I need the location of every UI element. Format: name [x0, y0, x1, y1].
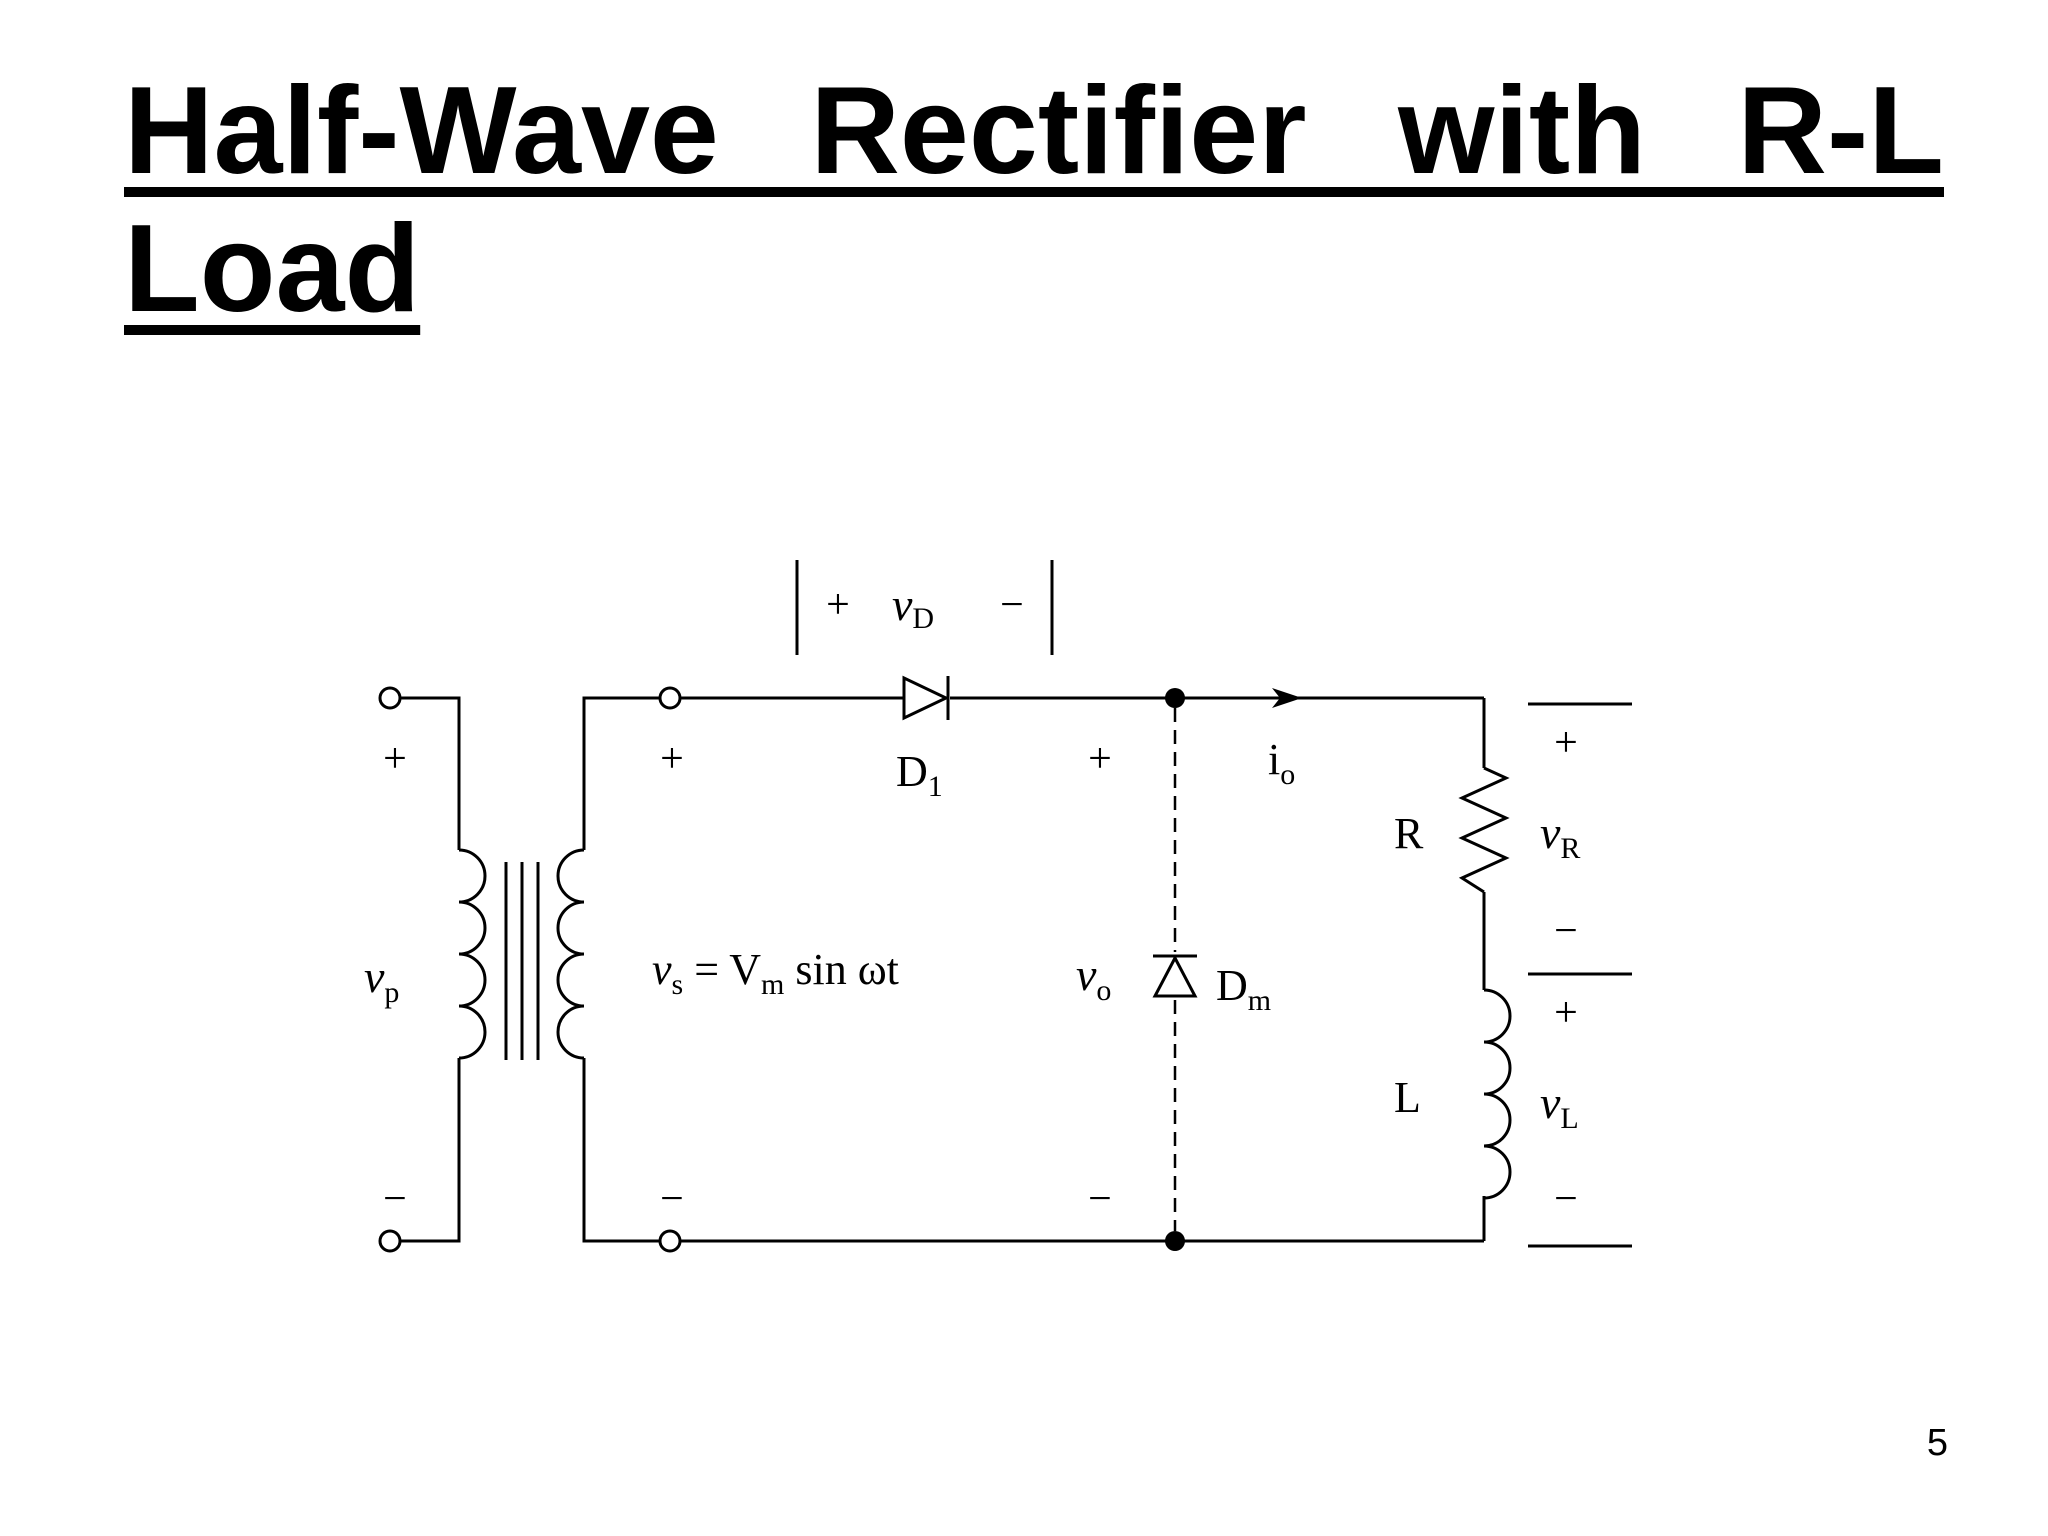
vr-voltage-label: vR [1540, 807, 1580, 865]
vr-minus-label: − [1554, 908, 1578, 954]
primary-plus-label: + [383, 736, 407, 782]
secondary-coil [556, 848, 585, 1060]
primary-top-wire [400, 696, 461, 850]
junction-dot-top [1165, 688, 1185, 708]
vd-minus-label: − [1000, 582, 1024, 628]
primary-bottom-terminal [378, 1229, 402, 1253]
output-voltage-label: vo [1076, 949, 1111, 1007]
secondary-bottom-terminal [658, 1229, 682, 1253]
primary-minus-label: − [383, 1176, 407, 1222]
diode-d1-label: D1 [896, 747, 943, 803]
load-voltage-bars [1528, 702, 1632, 1248]
primary-side [378, 686, 487, 1253]
resistor-label: R [1394, 809, 1424, 858]
vr-plus-label: + [1554, 720, 1578, 766]
main-wires [680, 696, 1486, 1243]
primary-top-terminal [378, 686, 402, 710]
secondary-bottom-wire [582, 1058, 660, 1243]
resistor-symbol [1458, 766, 1510, 894]
vl-voltage-label: vL [1540, 1077, 1579, 1135]
secondary-top-wire [582, 696, 660, 850]
inductor-symbol [1483, 988, 1512, 1200]
current-arrow-icon [1272, 688, 1302, 708]
vl-minus-label: − [1554, 1176, 1578, 1222]
secondary-equation-label: vs = Vm sin ωt [652, 945, 899, 1001]
junction-dot-bottom [1165, 1231, 1185, 1251]
vd-measurement-bars [795, 560, 1054, 655]
diode-d1-symbol [902, 675, 950, 721]
freewheeling-diode-branch [1152, 708, 1198, 1231]
transformer-core [504, 862, 540, 1060]
vl-plus-label: + [1554, 990, 1578, 1036]
slide-title: Half-Wave Rectifier with R-L Load [124, 62, 1944, 338]
inductor-label: L [1394, 1073, 1421, 1122]
page-number: 5 [1926, 1422, 1948, 1464]
output-minus-label: − [1088, 1176, 1112, 1222]
vd-plus-label: + [826, 582, 850, 628]
primary-voltage-label: vp [364, 951, 399, 1009]
primary-coil [458, 848, 487, 1060]
primary-bottom-wire [400, 1058, 461, 1243]
secondary-top-terminal [658, 686, 682, 710]
current-label: io [1268, 735, 1295, 791]
secondary-plus-label: + [660, 736, 684, 782]
vd-voltage-label: vD [892, 579, 934, 635]
output-plus-label: + [1088, 736, 1112, 782]
freewheeling-diode-label: Dm [1216, 961, 1271, 1017]
secondary-minus-label: − [660, 1176, 684, 1222]
